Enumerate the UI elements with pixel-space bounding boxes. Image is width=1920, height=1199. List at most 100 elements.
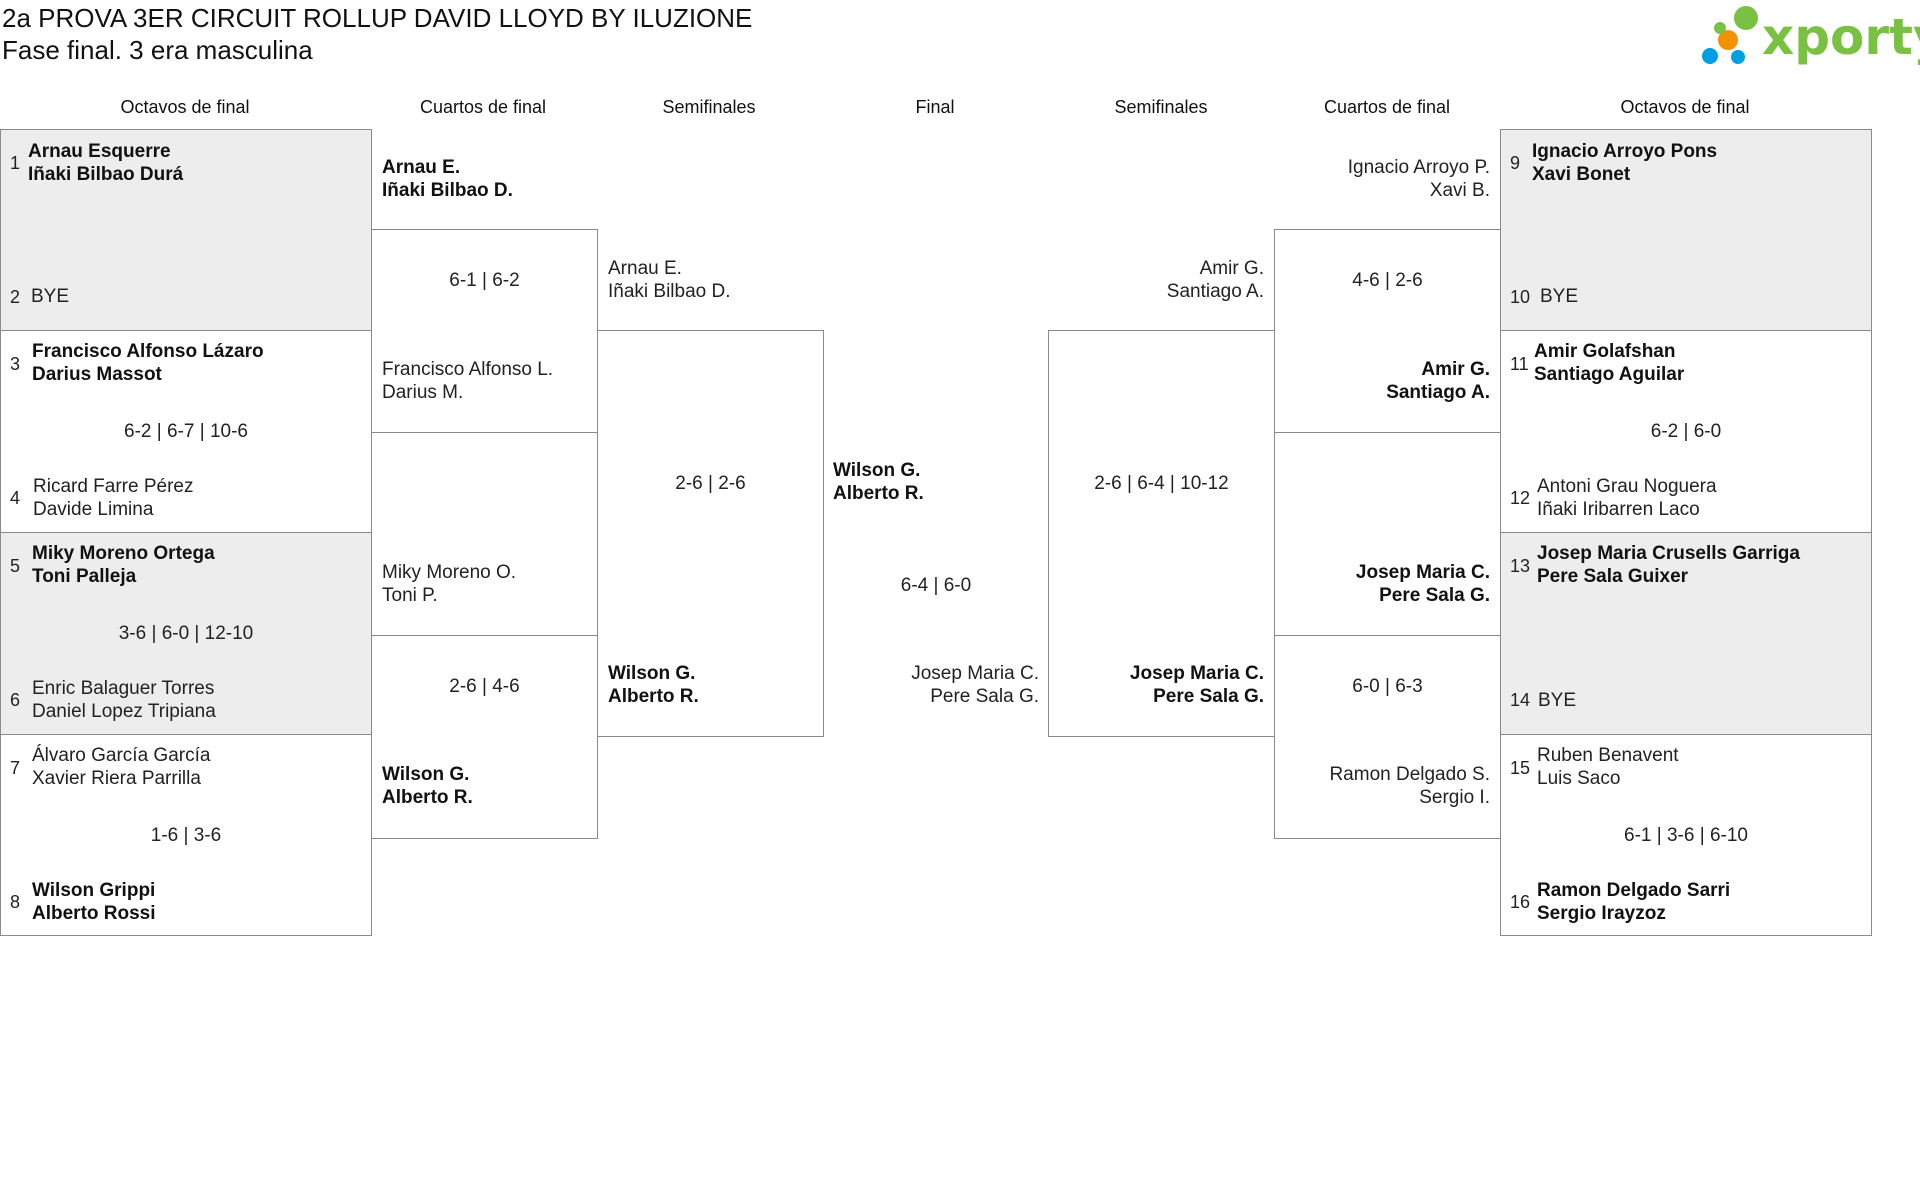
tournament-subtitle: Fase final. 3 era masculina xyxy=(2,35,313,65)
player-name: Arnau Esquerre xyxy=(28,141,171,162)
player-name: BYE xyxy=(1540,286,1579,307)
player-name: Darius Massot xyxy=(32,364,162,385)
seed-number: 12 xyxy=(1510,488,1531,508)
round-header-cuartos-right: Cuartos de final xyxy=(1323,97,1451,117)
player-name: Amir G. xyxy=(1421,359,1490,380)
player-name: Arnau E. xyxy=(608,258,682,279)
match-box-qf-left-2 xyxy=(371,635,598,839)
match-score: 3-6 | 6-0 | 12-10 xyxy=(118,623,254,644)
seed-number: 13 xyxy=(1510,556,1531,576)
player-name: Francisco Alfonso Lázaro xyxy=(32,341,264,362)
round-header-octavos-right: Octavos de final xyxy=(1620,97,1750,117)
logo-dot-green-small xyxy=(1714,22,1726,34)
team-entry: Ignacio Arroyo P.Xavi B. xyxy=(1290,156,1490,202)
player-name: Pere Sala Guixer xyxy=(1537,566,1689,587)
match-score: 2-6 | 2-6 xyxy=(675,473,746,494)
player-name: Alberto R. xyxy=(833,483,924,504)
player-name: Daniel Lopez Tripiana xyxy=(32,701,216,722)
logo-dot-green xyxy=(1734,6,1758,30)
player-name: Xavi B. xyxy=(1429,180,1490,201)
team-entry: Miky Moreno O.Toni P. xyxy=(382,561,516,607)
team-entry: BYE xyxy=(1538,689,1576,712)
seed-number: 5 xyxy=(10,556,21,576)
player-name: Sergio Irayzoz xyxy=(1537,903,1666,924)
seed-number: 16 xyxy=(1510,892,1531,912)
player-name: Darius M. xyxy=(382,382,464,403)
player-name: Alberto R. xyxy=(608,686,699,707)
player-name: Alberto R. xyxy=(382,787,473,808)
round-header-semis-left: Semifinales xyxy=(662,97,756,117)
player-name: Josep Maria Crusells Garriga xyxy=(1537,543,1800,564)
player-name: Josep Maria C. xyxy=(911,663,1039,684)
player-name: Ignacio Arroyo P. xyxy=(1347,157,1490,178)
team-entry: BYE xyxy=(1540,285,1578,308)
player-name: Wilson G. xyxy=(382,764,470,785)
player-name: Ruben Benavent xyxy=(1537,745,1679,766)
player-name: Francisco Alfonso L. xyxy=(382,359,554,380)
player-name: Luis Saco xyxy=(1537,768,1621,789)
team-entry: Wilson G.Alberto R. xyxy=(833,459,924,505)
player-name: Wilson G. xyxy=(833,460,921,481)
player-name: Josep Maria C. xyxy=(1129,663,1264,684)
logo-dot-orange xyxy=(1718,30,1738,50)
team-entry: Josep Maria C.Pere Sala G. xyxy=(839,662,1039,708)
player-name: Ramon Delgado S. xyxy=(1329,764,1490,785)
tournament-title: 2a PROVA 3ER CIRCUIT ROLLUP DAVID LLOYD … xyxy=(2,3,753,33)
seed-number: 11 xyxy=(1510,354,1529,374)
round-header-semis-right: Semifinales xyxy=(1114,97,1208,117)
player-name: Pere Sala G. xyxy=(1379,585,1490,606)
player-name: Alberto Rossi xyxy=(32,903,156,924)
seed-number: 2 xyxy=(10,287,21,307)
player-name: Xavi Bonet xyxy=(1532,164,1631,185)
player-name: Davide Limina xyxy=(33,499,154,520)
round-header-final: Final xyxy=(915,97,955,117)
team-entry: Amir G.Santiago A. xyxy=(1064,257,1264,303)
match-score: 6-2 | 6-0 xyxy=(1650,421,1722,442)
player-name: Sergio I. xyxy=(1419,787,1490,808)
player-name: Ramon Delgado Sarri xyxy=(1537,880,1731,901)
player-name: Ignacio Arroyo Pons xyxy=(1532,141,1718,162)
seed-number: 3 xyxy=(10,354,21,374)
seed-number: 4 xyxy=(10,488,21,508)
round-header-cuartos-left: Cuartos de final xyxy=(419,97,547,117)
match-score: 6-1 | 3-6 | 6-10 xyxy=(1624,825,1748,846)
player-name: Wilson G. xyxy=(608,663,696,684)
player-name: Enric Balaguer Torres xyxy=(32,678,215,699)
team-entry: Wilson G.Alberto R. xyxy=(608,662,699,708)
final-score: 6-4 | 6-0 xyxy=(900,575,972,596)
logo-dot-blue xyxy=(1702,48,1718,64)
seed-number: 14 xyxy=(1510,690,1531,710)
seed-number: 6 xyxy=(10,690,21,710)
player-name: BYE xyxy=(1538,690,1577,711)
player-name: Iñaki Bilbao D. xyxy=(608,281,731,302)
player-name: BYE xyxy=(31,286,70,307)
player-name: Iñaki Bilbao Durá xyxy=(28,164,184,185)
seed-number: 10 xyxy=(1510,287,1531,307)
match-score: 6-2 | 6-7 | 10-6 xyxy=(124,421,248,442)
player-name: Santiago Aguilar xyxy=(1534,364,1685,385)
match-score: 2-6 | 6-4 | 10-12 xyxy=(1094,473,1229,494)
match-score: 4-6 | 2-6 xyxy=(1352,270,1423,291)
player-name: Miky Moreno O. xyxy=(382,562,517,583)
team-entry: BYE xyxy=(31,285,69,308)
team-entry: Josep Maria C.Pere Sala G. xyxy=(1064,662,1264,708)
seed-number: 7 xyxy=(10,758,21,778)
seed-number: 1 xyxy=(10,153,21,173)
logo-dot-blue-small xyxy=(1731,50,1745,64)
match-box-sf-left xyxy=(597,330,824,737)
player-name: Xavier Riera Parrilla xyxy=(32,768,201,789)
player-name: Amir G. xyxy=(1199,258,1264,279)
match-box-r16-right-1 xyxy=(1500,129,1872,331)
match-score: 1-6 | 3-6 xyxy=(150,825,222,846)
match-score: 2-6 | 4-6 xyxy=(449,676,520,697)
